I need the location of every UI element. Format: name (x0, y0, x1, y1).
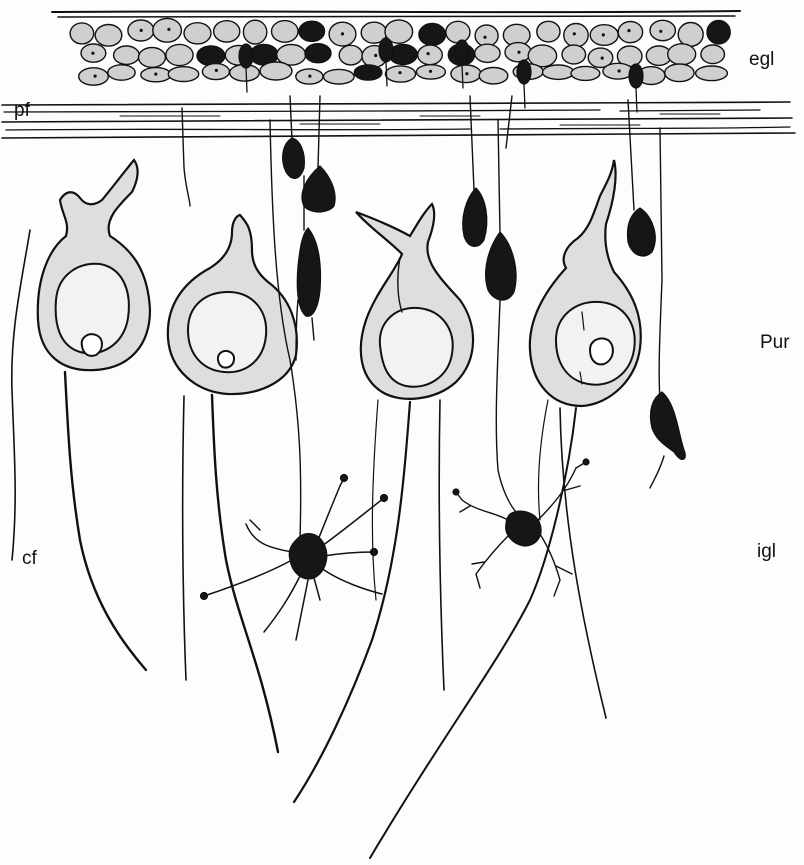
granule-cell (70, 23, 94, 44)
cf-label: cf (22, 549, 37, 568)
egl-label: egl (749, 50, 774, 69)
granule-cell (701, 45, 725, 64)
purkinje-cell-1 (38, 160, 150, 670)
granule-cell (446, 21, 470, 43)
granule-cell (324, 69, 355, 84)
granule-cell (707, 20, 730, 44)
granule-nucleus-dot (517, 51, 520, 54)
granule-nucleus-dot (618, 69, 621, 72)
granule-cell (475, 25, 498, 46)
granule-nucleus-dot (140, 29, 143, 32)
granule-cell (665, 64, 694, 82)
granule-cell (139, 48, 166, 68)
granule-cell (696, 66, 728, 81)
granule-nucleus-dot (398, 71, 401, 74)
granule-cell (168, 67, 198, 82)
granule-nucleus-dot (167, 28, 170, 31)
granule-cell (114, 46, 140, 64)
granule-cell (108, 65, 135, 80)
granule-process (386, 62, 387, 86)
granule-cell (562, 45, 586, 64)
granule-cell (339, 45, 362, 65)
granule-cell (153, 18, 182, 42)
purkinje-cell-3 (294, 204, 473, 802)
granule-nucleus-dot (427, 52, 430, 55)
granule-cell (214, 21, 240, 42)
granule-cell (95, 25, 122, 47)
granule-cell (419, 23, 446, 45)
granule-cell (243, 20, 266, 44)
granule-nucleus-dot (154, 73, 157, 76)
migrating-granule-soma (239, 44, 253, 68)
granule-cell (479, 68, 508, 84)
granule-nucleus-dot (627, 29, 630, 32)
granule-nucleus-dot (483, 36, 486, 39)
granule-cell (272, 21, 299, 43)
granule-nucleus-dot (429, 70, 432, 73)
granule-cell (618, 21, 642, 42)
purkinje-cell-2 (168, 120, 301, 752)
granule-nucleus-dot (573, 32, 576, 35)
egl-boundary (52, 11, 740, 17)
granule-cell (299, 21, 325, 41)
granule-cell (564, 24, 588, 47)
igl-label: igl (757, 542, 776, 561)
granule-process (636, 88, 637, 112)
external-granular-layer (70, 18, 730, 112)
granule-cell (650, 20, 675, 40)
granule-cell (184, 23, 211, 44)
granule-nucleus-dot (215, 69, 218, 72)
granule-nucleus-dot (94, 75, 97, 78)
migrating-granule-soma (455, 40, 469, 64)
pf-label: pf (14, 101, 30, 120)
granule-cell (537, 21, 560, 42)
granule-cell (79, 68, 109, 85)
granule-nucleus-dot (659, 30, 662, 33)
granule-nucleus-dot (308, 75, 311, 78)
granule-cell (543, 65, 574, 79)
granule-cell (354, 65, 382, 80)
granule-nucleus-dot (602, 33, 605, 36)
granule-cell (668, 44, 696, 65)
granule-nucleus-dot (374, 54, 377, 57)
granule-process (524, 84, 525, 108)
granule-nucleus-dot (341, 32, 344, 35)
granule-nucleus-dot (601, 57, 604, 60)
granule-cell (475, 44, 500, 62)
granule-cell (305, 44, 331, 63)
pur-label: Pur (760, 333, 790, 352)
granule-cell (166, 44, 193, 65)
migrating-granule-soma (379, 38, 393, 62)
climbing-fiber (12, 230, 30, 560)
golgi-cell-1 (201, 475, 388, 641)
granule-cell (197, 46, 225, 66)
granule-cell (260, 62, 292, 80)
granule-cell (418, 45, 443, 65)
migrating-granule-soma (629, 64, 643, 88)
granule-cell (678, 23, 703, 47)
granule-nucleus-dot (465, 72, 468, 75)
granule-nucleus-dot (91, 52, 94, 55)
parallel-fibers (2, 102, 795, 138)
migrating-granule-soma (517, 60, 531, 84)
granule-cell (571, 66, 600, 80)
